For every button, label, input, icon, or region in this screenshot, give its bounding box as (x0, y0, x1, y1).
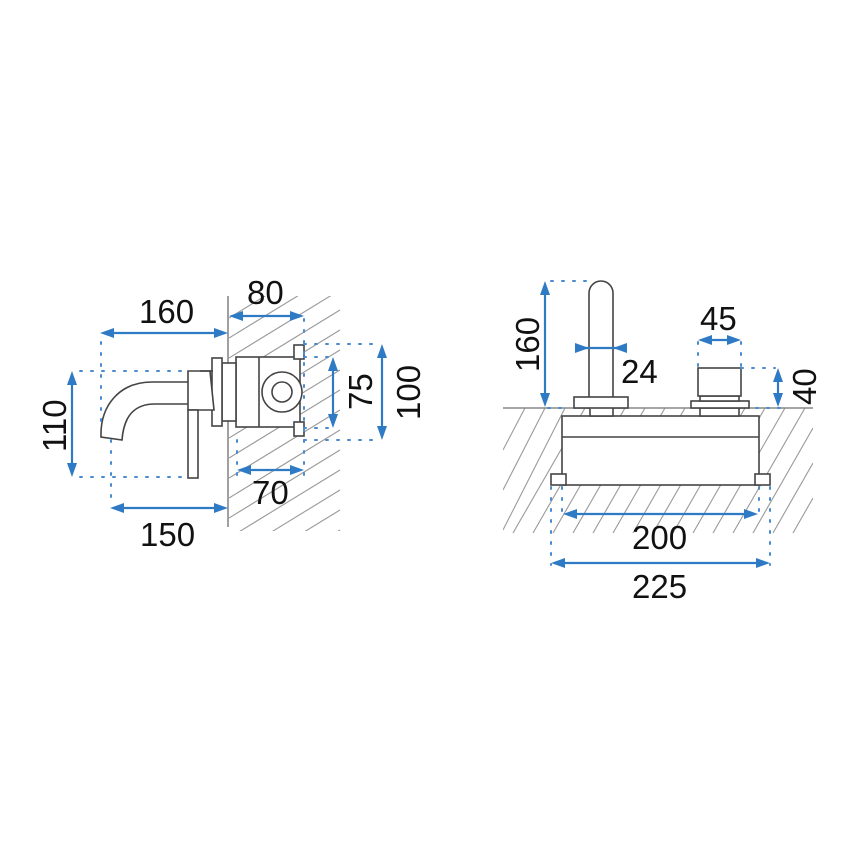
extension-lines (79, 318, 379, 506)
handle (690, 367, 750, 417)
dimension-spout-reach-150: 150 (110, 503, 228, 553)
label-200: 200 (632, 519, 687, 556)
faucet-body (100, 357, 237, 479)
label-45: 45 (700, 300, 737, 337)
dimension-box-depth-80: 80 (229, 274, 304, 321)
dimension-handle-height-40: 40 (773, 368, 823, 407)
dimension-spout-height-160: 160 (509, 281, 550, 407)
dimension-box-height-75: 75 (328, 357, 379, 428)
label-80: 80 (247, 274, 284, 311)
concealed-box (235, 344, 305, 437)
spout (573, 280, 629, 417)
label-40: 40 (786, 368, 823, 405)
dimension-spout-diameter-24: 24 (575, 343, 658, 390)
left-view-wall-mounted-faucet: 160 150 110 80 70 (36, 274, 427, 553)
dimension-height-110: 110 (36, 371, 77, 477)
extension-lines-right (547, 280, 781, 566)
label-110: 110 (36, 399, 73, 452)
label-160: 160 (139, 293, 194, 330)
label-225: 225 (632, 568, 687, 605)
concealed-body (550, 415, 771, 486)
label-70: 70 (252, 474, 289, 511)
right-view-deck-mounted-faucet: 160 24 45 40 200 (503, 280, 823, 605)
dimension-box-height-100: 100 (377, 344, 427, 440)
dimension-body-total-length-225: 225 (551, 558, 770, 605)
dimension-handle-diameter-45: 45 (698, 300, 741, 345)
label-24: 24 (621, 353, 658, 390)
label-100: 100 (390, 365, 427, 420)
dimension-body-length-200: 200 (563, 509, 758, 556)
dimension-spout-reach-160: 160 (100, 293, 228, 338)
label-150: 150 (140, 516, 195, 553)
dimension-box-width-70: 70 (237, 465, 304, 511)
label-75: 75 (342, 373, 379, 410)
label-160-right: 160 (509, 317, 546, 372)
